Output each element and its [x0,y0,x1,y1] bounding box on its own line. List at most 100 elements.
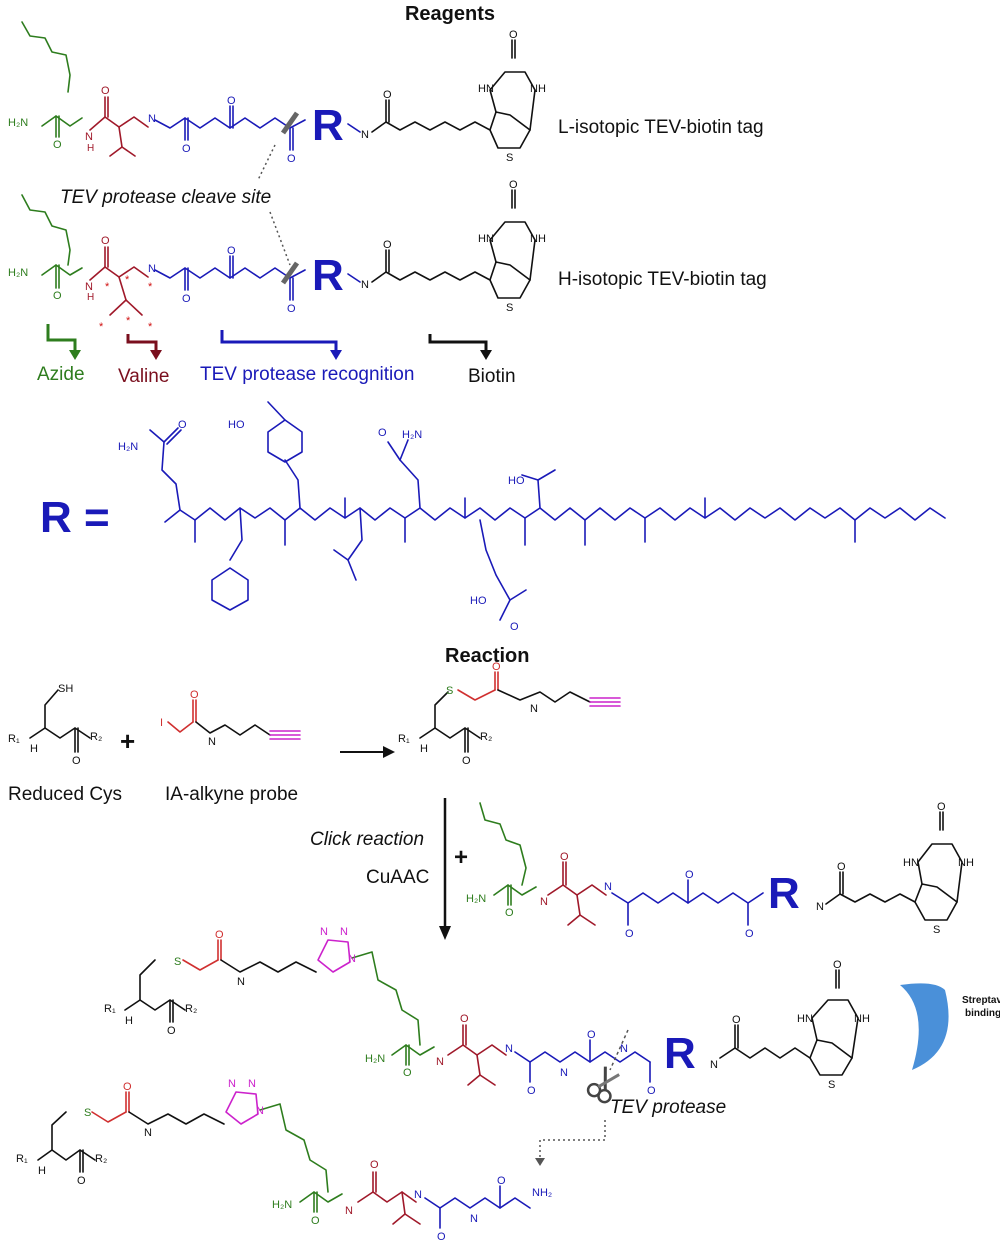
rtag-o1: O [505,907,514,919]
light-valine-h: H [87,143,94,154]
rtag-n2: N [604,881,612,893]
clv-h2n: H₂N [272,1199,292,1211]
tev-cut-dash [609,1029,629,1071]
conj-s: S [174,956,181,968]
cys-r2: R₂ [90,731,102,743]
heavy-R-group: R [312,251,344,300]
r-group-structure [149,401,946,621]
conj-triazole-n1: N [320,926,328,938]
light-biotin-nh: N [361,129,369,141]
heavy-valine-o: O [101,235,110,247]
conj-h2n: H₂N [365,1053,385,1065]
prod1-h: H [420,743,428,755]
light-h2n: H₂N [8,117,28,129]
light-tev-o2: O [227,95,236,107]
heavy-tag-valine-part: N H O * * * * * * [85,235,153,333]
light-valine-n: N [85,131,93,143]
clv-n2: N [345,1205,353,1217]
light-R-group: R [312,101,344,150]
ia-alkyne-probe-structure: I O N [160,689,301,748]
conj-r1: R₁ [104,1003,116,1015]
conj-R: R [664,1029,696,1078]
light-tev-o3: O [287,153,296,165]
plus-sign-2: + [454,844,468,871]
prod1-o2: O [462,755,471,767]
cleave-pointer-lower [269,211,291,266]
streptavidin-label-1: Streptavidin [962,995,1000,1006]
light-biotin-nh2: NH [530,83,546,95]
clv-h: H [38,1165,46,1177]
conj-biotin-o2: O [833,959,842,971]
cys-o: O [72,755,81,767]
conj-o4: O [460,1013,469,1025]
heavy-biotin-nh: N [361,279,369,291]
conj-triazole-n3: N [348,953,356,965]
heavy-tev-o1: O [182,293,191,305]
conj-o2: O [167,1025,176,1037]
light-cleave-slash [280,111,300,135]
conj-h: H [125,1015,133,1027]
light-tag-biotin-part: N O HN NH O S [361,29,546,164]
cleaved-product-structure [37,1091,531,1229]
light-tev-n1: N [148,113,156,125]
heavy-biotin-o2: O [509,179,518,191]
clv-triazole-n1: N [228,1078,236,1090]
rtag-biotin-nh: NH [958,857,974,869]
conj-o6: O [587,1029,596,1041]
prod1-o: O [492,661,501,673]
conj-o3: O [403,1067,412,1079]
rtag-o5: O [745,928,754,940]
clv-r2: R₂ [95,1153,107,1165]
clv-o5: O [437,1231,446,1243]
r-gln-o: O [178,419,187,431]
legend-azide: Azide [37,364,85,385]
legend-valine: Valine [118,366,169,387]
heavy-star-6: * [148,321,153,333]
heavy-star-5: * [126,315,131,327]
tev-product-pointer [539,1120,606,1160]
legend-biotin: Biotin [468,366,516,387]
cys-r1: R₁ [8,733,20,745]
heavy-valine-n: N [85,281,93,293]
heavy-tag-biotin-part: N O HN NH O S [361,179,546,314]
light-biotin-o: O [383,89,392,101]
probe-o: O [190,689,199,701]
valine-bracket [126,334,158,352]
heavy-star-1: * [105,281,110,293]
rtag-biotin-o: O [837,861,846,873]
probe-n: N [208,736,216,748]
reduced-cys-structure: SH R₁ H R₂ O [8,683,102,767]
streptavidin-label-2: binding [965,1008,1000,1019]
rtag-R: R [768,869,800,918]
conj-n2: N [436,1056,444,1068]
clv-s: S [84,1107,91,1119]
azide-bracket [46,324,77,352]
heavy-tag-azide-part: H₂N O [8,194,83,302]
plus-sign-1: + [120,726,135,756]
clv-nh2: NH₂ [532,1187,552,1199]
heavy-tev-o3: O [287,303,296,315]
conj-n5: N [620,1043,628,1055]
heavy-azide-o: O [53,290,62,302]
clv-r1: R₁ [16,1153,28,1165]
cleave-site-label: TEV protease cleave site [60,187,271,208]
light-tag-tev-part: N O O O R [148,95,361,165]
light-tag-azide-part: H₂N O [8,21,83,151]
conj-n1: N [237,976,245,988]
clicked-conjugate-structure [124,939,859,1086]
cleaved-product-labels: S O N R₁ H R₂ O N N N H₂N O N O N O N O … [16,1078,552,1243]
legend-tev-recognition: TEV protease recognition [200,364,414,385]
reaction-heading: Reaction [445,645,529,667]
rtag-o3: O [625,928,634,940]
biotin-bracket [428,334,488,352]
light-biotin-s: S [506,152,513,164]
streptavidin-shape [900,983,949,1070]
light-tag-valine-part: N H O [85,85,149,157]
heavy-star-2: * [125,274,130,286]
light-tev-o1: O [182,143,191,155]
r-equals-label: R = [40,493,110,542]
heavy-biotin-o: O [383,239,392,251]
conj-biotin-s: S [828,1079,835,1091]
heavy-biotin-nh2: NH [530,233,546,245]
